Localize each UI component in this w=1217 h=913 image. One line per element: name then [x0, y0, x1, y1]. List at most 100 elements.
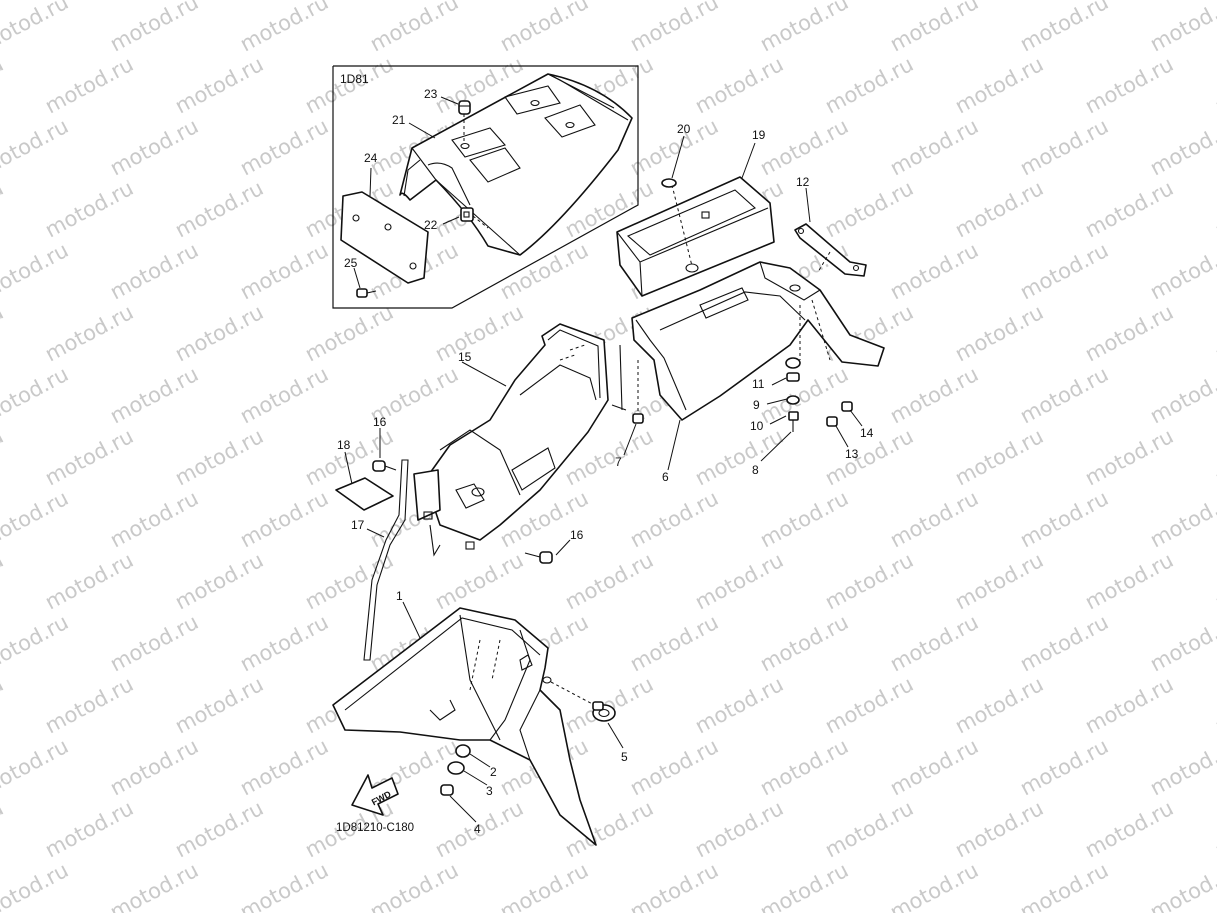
watermark-text: motod.ru — [236, 858, 332, 913]
watermark-text: motod.ru — [106, 362, 202, 428]
watermark-text: motod.ru — [691, 424, 787, 490]
inset-title: 1D81 — [340, 72, 369, 86]
watermark-text: motod.ru — [0, 548, 7, 614]
callout-23: 23 — [424, 87, 438, 101]
callout-14: 14 — [860, 426, 874, 440]
watermark-text: motod.ru — [41, 548, 137, 614]
watermark-text: motod.ru — [821, 176, 917, 242]
watermark-text: motod.ru — [1016, 114, 1112, 180]
callout-15: 15 — [458, 350, 472, 364]
watermark-text: motod.ru — [1081, 424, 1177, 490]
callout-6: 6 — [662, 470, 669, 484]
watermark-text: motod.ru — [171, 424, 267, 490]
watermark-text: motod.ru — [691, 548, 787, 614]
watermark-text: motod.ru — [0, 362, 72, 428]
bolt-13 — [826, 416, 838, 427]
watermark-text: motod.ru — [366, 0, 462, 56]
watermark-text: motod.ru — [1146, 362, 1217, 428]
bracket-mounts — [413, 469, 485, 557]
watermark-text: motod.ru — [886, 858, 982, 913]
watermark-text: motod.ru — [236, 0, 332, 56]
watermark-text: motod.ru — [171, 672, 267, 738]
hose-part — [363, 459, 409, 661]
callout-7: 7 — [615, 455, 622, 469]
callout-19: 19 — [752, 128, 766, 142]
watermark-text: motod.ru — [1081, 672, 1177, 738]
watermark-text: motod.ru — [886, 362, 982, 428]
watermark-text: motod.ru — [821, 52, 917, 118]
watermark-text: motod.ru — [41, 424, 137, 490]
watermark-text: motod.ru — [0, 238, 72, 304]
watermark-text: motod.ru — [1081, 548, 1177, 614]
bolt-14 — [841, 401, 853, 412]
watermark-text: motod.ru — [236, 734, 332, 800]
watermark-text: motod.ru — [106, 486, 202, 552]
watermark-text: motod.ru — [496, 858, 592, 913]
watermark-text: motod.ru — [236, 362, 332, 428]
watermark-text: motod.ru — [301, 424, 397, 490]
watermark-text: motod.ru — [1016, 486, 1112, 552]
watermark-text: motod.ru — [626, 610, 722, 676]
callout-16-top: 16 — [373, 415, 387, 429]
bolt-7 — [632, 360, 644, 424]
callout-18: 18 — [337, 438, 351, 452]
watermark-text: motod.ru — [1146, 0, 1217, 56]
watermark-text: motod.ru — [756, 486, 852, 552]
watermark-text: motod.ru — [0, 610, 72, 676]
watermark-text: motod.ru — [756, 114, 852, 180]
watermark-text: motod.ru — [0, 734, 72, 800]
watermark-text: motod.ru — [41, 176, 137, 242]
watermark-text: motod.ru — [1081, 52, 1177, 118]
watermark-text: motod.ru — [106, 858, 202, 913]
washer-part — [661, 178, 677, 188]
watermark-text: motod.ru — [886, 114, 982, 180]
callout-22: 22 — [424, 218, 438, 232]
watermark-text: motod.ru — [1146, 610, 1217, 676]
watermark-text: motod.ru — [1146, 114, 1217, 180]
callout-9: 9 — [753, 398, 760, 412]
seat-cowl-part — [399, 73, 633, 256]
fastener-5 — [592, 701, 616, 722]
watermark-text: motod.ru — [0, 52, 7, 118]
watermark-text: motod.ru — [171, 548, 267, 614]
watermark-text: motod.ru — [1146, 858, 1217, 913]
watermark-text: motod.ru — [886, 610, 982, 676]
watermark-text: motod.ru — [756, 362, 852, 428]
watermark-text: motod.ru — [106, 238, 202, 304]
watermark-text: motod.ru — [626, 0, 722, 56]
watermark-text: motod.ru — [106, 114, 202, 180]
watermark-text: motod.ru — [301, 300, 397, 366]
watermark-text: motod.ru — [1016, 734, 1112, 800]
watermark-text: motod.ru — [171, 796, 267, 862]
watermark-text: motod.ru — [1211, 796, 1217, 862]
watermark-text: motod.ru — [0, 672, 7, 738]
watermark-text: motod.ru — [0, 114, 72, 180]
callout-16-bottom: 16 — [570, 528, 584, 542]
drawing-code: 1D81210-C180 — [336, 822, 414, 834]
watermark-text: motod.ru — [41, 52, 137, 118]
watermark-text: motod.ru — [1081, 176, 1177, 242]
watermark-text: motod.ru — [0, 300, 7, 366]
grommet-part — [458, 100, 471, 142]
watermark-text: motod.ru — [1146, 238, 1217, 304]
watermark-text: motod.ru — [886, 0, 982, 56]
watermark-text: motod.ru — [1146, 486, 1217, 552]
callout-13: 13 — [845, 447, 859, 461]
watermark-text: motod.ru — [886, 734, 982, 800]
callout-2: 2 — [490, 765, 497, 779]
watermark-text: motod.ru — [951, 796, 1047, 862]
watermark-text: motod.ru — [1211, 300, 1217, 366]
watermark-text: motod.ru — [1016, 858, 1112, 913]
watermark-text: motod.ru — [821, 672, 917, 738]
watermark-text: motod.ru — [0, 176, 7, 242]
fastener-stack — [785, 357, 801, 432]
watermark-text: motod.ru — [821, 548, 917, 614]
watermark-text: motod.ru — [171, 52, 267, 118]
bolt-16a — [372, 460, 397, 472]
front-fender-part — [332, 607, 601, 846]
watermark-text: motod.ru — [626, 858, 722, 913]
watermark-text: motod.ru — [756, 734, 852, 800]
watermark-text: motod.ru — [496, 0, 592, 56]
watermark-text: motod.ru — [1211, 176, 1217, 242]
